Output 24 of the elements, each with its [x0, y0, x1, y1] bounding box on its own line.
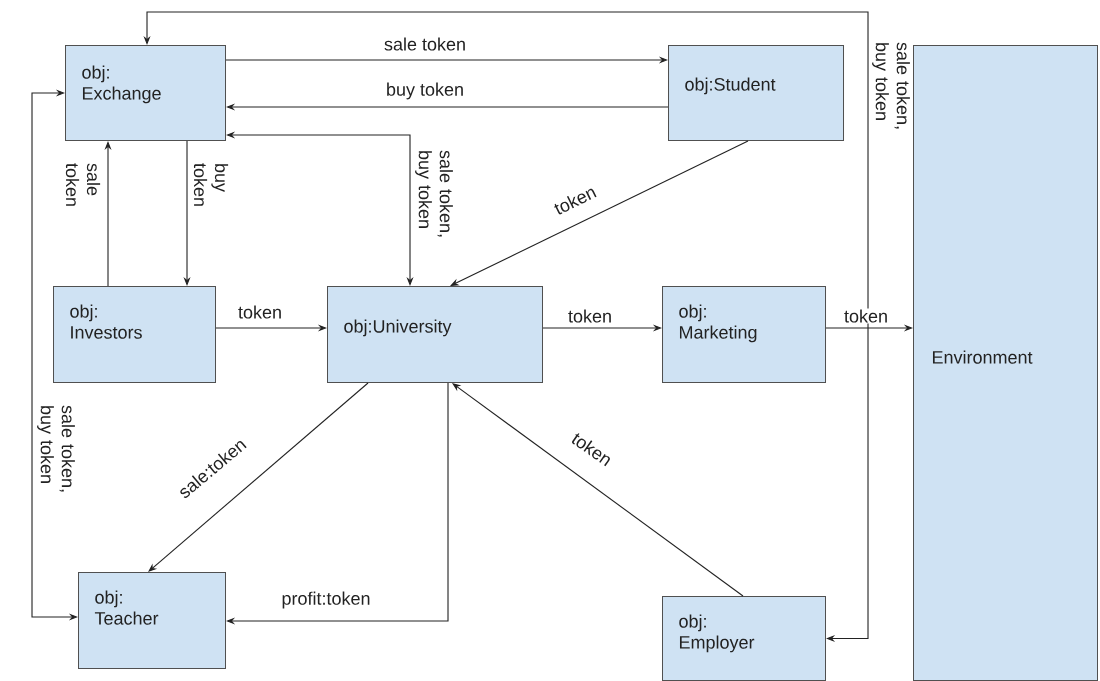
object-box: Environment [913, 45, 1098, 681]
object-box: obj: Exchange [65, 45, 226, 141]
edge-label: sale token, buy token [414, 149, 454, 251]
object-box: obj: Marketing [662, 286, 826, 383]
edge-label: sale token [383, 36, 468, 52]
edge-label: sale token, buy token [871, 41, 911, 143]
object-box: obj: Teacher [78, 572, 226, 669]
edge-label: sale token, buy token [36, 404, 76, 506]
arrow [452, 383, 744, 597]
arrow [226, 382, 449, 625]
object-box: obj: Employer [662, 596, 826, 681]
object-box: obj:University [327, 286, 543, 383]
arrow [450, 140, 749, 286]
object-box: obj:Student [668, 45, 844, 141]
edge-label: token [567, 308, 613, 324]
edge-label: token [237, 304, 283, 320]
edge-label: sale token [64, 162, 102, 214]
arrow [148, 382, 369, 572]
edge-label: profit:token [280, 590, 372, 610]
object-box: obj: Investors [53, 286, 216, 383]
edge-label: buy token [385, 81, 466, 101]
edge-label: token [843, 308, 890, 324]
edge-label: buy token [192, 162, 230, 214]
edge-label: token [551, 183, 600, 217]
